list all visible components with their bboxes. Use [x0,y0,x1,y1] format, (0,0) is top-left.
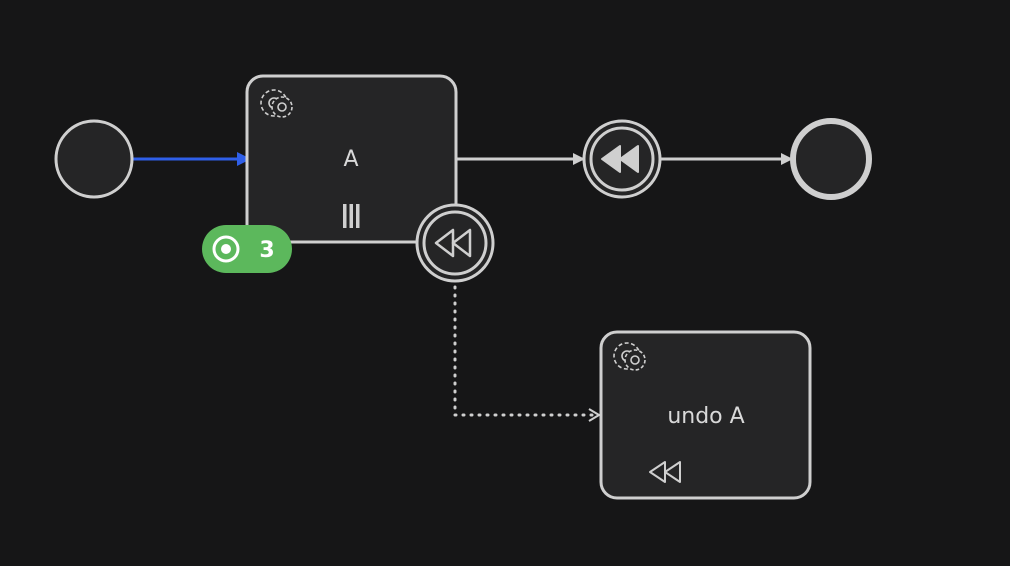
gear-icon [260,89,293,118]
undo-a-task-box[interactable] [599,330,812,500]
compensation-marker-icon [649,461,681,483]
compensation-throw-event[interactable] [582,119,662,199]
token-count-badge[interactable]: 3 [202,225,292,273]
compensation-boundary-event[interactable] [415,203,495,283]
task-a-box[interactable] [245,74,458,244]
start-event[interactable] [54,119,134,199]
task-a[interactable]: A [245,74,458,244]
token-icon [212,235,240,263]
token-count: 3 [259,238,274,263]
undo-a-task[interactable]: undo A [599,330,812,500]
rewind-icon [434,228,472,258]
parallel-multi-instance-marker-icon [343,204,360,228]
task-a-label: A [343,147,358,172]
end-event[interactable] [790,118,872,200]
undo-a-task-label: undo A [667,404,744,429]
compensation-association[interactable] [453,285,601,415]
gear-icon [613,342,646,371]
rewind-filled-icon [601,145,639,173]
